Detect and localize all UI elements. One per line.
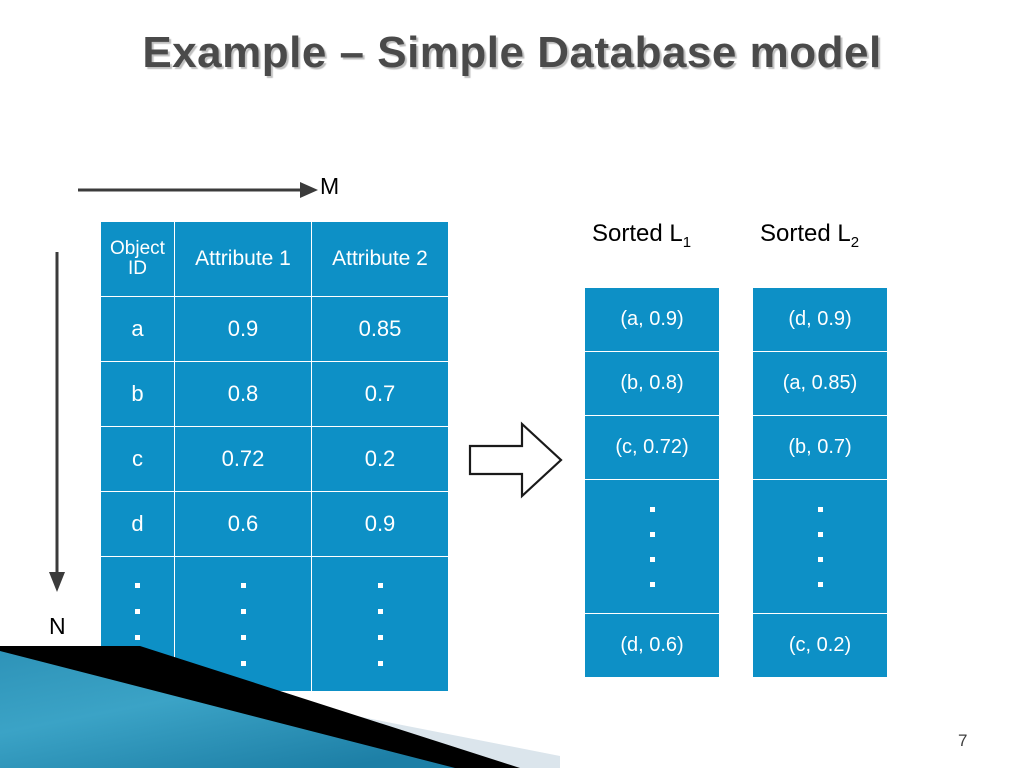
sorted-list-2-box: (d, 0.9) (a, 0.85) (b, 0.7) (c, 0.2) (752, 287, 888, 678)
cell-object-id: b (100, 361, 175, 427)
cell-attribute-2: 0.9 (311, 491, 449, 557)
sorted-list-1-label-text: Sorted L (592, 220, 683, 247)
column-header-attribute-2: Attribute 2 (311, 221, 449, 297)
table-row: c 0.72 0.2 (100, 426, 449, 492)
vertical-ellipsis-icon (101, 557, 174, 691)
list-item: (a, 0.9) (584, 287, 720, 352)
column-header-object-id: Object ID (100, 221, 175, 297)
sorted-list-2-entry: (b, 0.7) (752, 415, 888, 480)
list-item: (b, 0.7) (752, 415, 888, 480)
vertical-ellipsis-icon (175, 557, 311, 691)
column-header-object-id-line1: Object (110, 238, 165, 260)
sorted-list-2-entry: (a, 0.85) (752, 351, 888, 416)
cell-object-id: a (100, 296, 175, 362)
vertical-ellipsis-icon (312, 557, 448, 691)
sorted-list-1-label-subscript: 1 (682, 233, 692, 251)
sorted-list-1-ellipsis (584, 479, 720, 614)
sorted-list-2-ellipsis (752, 479, 888, 614)
cell-ellipsis-attribute-1 (174, 556, 312, 692)
sorted-list-1-entry: (a, 0.9) (584, 287, 720, 352)
cell-attribute-2: 0.2 (311, 426, 449, 492)
sorted-list-2-label-subscript: 2 (850, 233, 860, 251)
arrow-right-icon (78, 176, 318, 204)
list-item: (d, 0.6) (584, 613, 720, 678)
axis-label-m: M (320, 173, 340, 199)
cell-ellipsis-attribute-2 (311, 556, 449, 692)
cell-attribute-1: 0.8 (174, 361, 312, 427)
list-item: (b, 0.8) (584, 351, 720, 416)
page-number: 7 (958, 731, 968, 750)
sorted-list-1-label: Sorted L1 (592, 220, 691, 251)
list-item: (c, 0.2) (752, 613, 888, 678)
list-item: (c, 0.72) (584, 415, 720, 480)
database-table: Object ID Attribute 1 Attribute 2 a 0.9 … (100, 221, 449, 692)
cell-attribute-2: 0.7 (311, 361, 449, 427)
cell-attribute-2: 0.85 (311, 296, 449, 362)
table-row: a 0.9 0.85 (100, 296, 449, 362)
column-header-attribute-1: Attribute 1 (174, 221, 312, 297)
cell-ellipsis-object-id (100, 556, 175, 692)
axis-label-n: N (49, 613, 66, 639)
list-ellipsis-item (752, 479, 888, 614)
cell-attribute-1: 0.6 (174, 491, 312, 557)
arrow-down-icon (40, 252, 74, 592)
sorted-list-1-entry: (b, 0.8) (584, 351, 720, 416)
table-row: d 0.6 0.9 (100, 491, 449, 557)
vertical-ellipsis-icon (585, 480, 719, 613)
page-title: Example – Simple Database model (142, 28, 882, 77)
sorted-list-1-box: (a, 0.9) (b, 0.8) (c, 0.72) (d, 0.6) (584, 287, 720, 678)
table-ellipsis-row (100, 556, 449, 692)
sorted-list-1-last-entry: (d, 0.6) (584, 613, 720, 678)
cell-object-id: c (100, 426, 175, 492)
table-row: b 0.8 0.7 (100, 361, 449, 427)
sorted-list-2-label: Sorted L2 (760, 220, 859, 251)
block-arrow-right-icon (466, 418, 566, 507)
sorted-list-1-entry: (c, 0.72) (584, 415, 720, 480)
sorted-list-2-last-entry: (c, 0.2) (752, 613, 888, 678)
list-item: (a, 0.85) (752, 351, 888, 416)
table-header-row: Object ID Attribute 1 Attribute 2 (100, 221, 449, 297)
sorted-list-2-entry: (d, 0.9) (752, 287, 888, 352)
list-item: (d, 0.9) (752, 287, 888, 352)
cell-attribute-1: 0.72 (174, 426, 312, 492)
cell-object-id: d (100, 491, 175, 557)
column-header-object-id-line2: ID (128, 258, 147, 279)
vertical-ellipsis-icon (753, 480, 887, 613)
sorted-list-2-label-text: Sorted L (760, 220, 851, 247)
list-ellipsis-item (584, 479, 720, 614)
cell-attribute-1: 0.9 (174, 296, 312, 362)
